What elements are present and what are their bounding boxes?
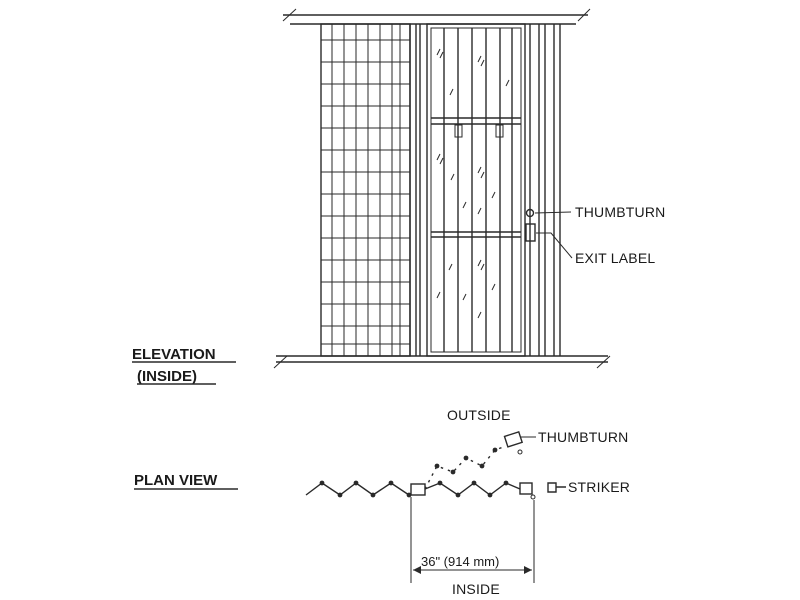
elevation-floor-line (273, 355, 611, 369)
dimension-label: 36" (914 mm) (421, 554, 499, 569)
striker-callout: STRIKER (568, 479, 630, 495)
inside-label: INSIDE (452, 581, 500, 597)
thumbturn-icon (525, 208, 535, 218)
left-panel-stack (320, 23, 421, 357)
elevation-drawing (273, 8, 611, 369)
elevation-heading: ELEVATION (132, 346, 216, 363)
width-dimension (410, 497, 535, 583)
thumbturn-callout: THUMBTURN (575, 204, 665, 220)
plan-drawing (305, 430, 566, 500)
left-slats (331, 24, 401, 356)
exit-label-callout: EXIT LABEL (575, 250, 655, 266)
left-rungs (321, 39, 410, 345)
striker-icon (547, 482, 566, 493)
plan-thumbturn-callout: THUMBTURN (538, 429, 628, 445)
right-jamb (529, 24, 561, 356)
elevation-top-line (282, 8, 591, 25)
door-swing-path (424, 445, 507, 490)
outside-label: OUTSIDE (447, 407, 511, 423)
plan-view-heading: PLAN VIEW (134, 472, 218, 489)
exit-label-plate (525, 223, 536, 242)
hinge-dots (319, 480, 412, 498)
door-muntins (443, 28, 513, 352)
glass-reflections (436, 48, 510, 319)
elevation-subheading: (INSIDE) (137, 368, 197, 385)
glazed-door (426, 23, 526, 357)
plan-thumbturn-block (503, 430, 524, 448)
